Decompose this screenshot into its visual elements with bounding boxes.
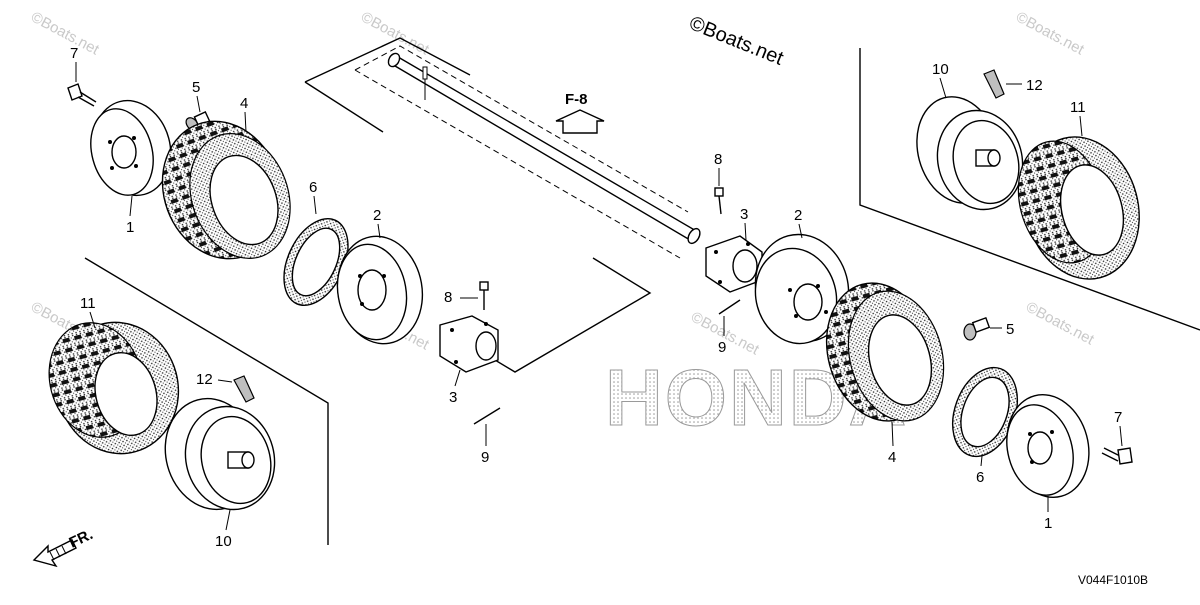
callout-9: 9: [718, 339, 726, 356]
cotter-pin-left: [473, 407, 501, 425]
flange-bolt-right: [1101, 447, 1133, 465]
tire-left: [161, 120, 291, 260]
callout-6: 6: [309, 179, 317, 196]
tire-rear-left: [48, 321, 180, 455]
callout-11: 11: [1070, 99, 1086, 116]
cotter-pin-right: [718, 299, 741, 315]
callout-1: 1: [126, 219, 134, 236]
flange-bolt: [67, 83, 97, 107]
tire-right: [825, 282, 945, 422]
hub-right: [705, 235, 763, 293]
watermark: ©Boats.net: [358, 9, 432, 59]
wheel-rim-left: [336, 235, 424, 345]
callout-8: 8: [444, 289, 452, 306]
air-valve-right: [963, 317, 991, 341]
boundary-lines: [84, 37, 1200, 545]
callout-2: 2: [794, 207, 802, 224]
seal-ring-right: [952, 366, 1018, 458]
section-ref-label: F-8: [565, 91, 588, 108]
watermark: ©Boats.net: [1013, 9, 1087, 59]
seal-ring-left: [283, 217, 349, 307]
axle-shaft: [354, 45, 701, 259]
callout-1: 1: [1044, 515, 1052, 532]
hub-left: [439, 315, 499, 373]
bolt-pin-left: [479, 281, 489, 310]
tire-valve-right: [983, 69, 1005, 99]
callout-10: 10: [932, 61, 949, 78]
callout-4: 4: [240, 95, 248, 112]
callout-9: 9: [481, 449, 489, 466]
callout-3: 3: [449, 389, 457, 406]
callout-11: 11: [80, 295, 96, 312]
wheel-drum-right: [754, 233, 850, 345]
wheel-rim-right: [1006, 394, 1090, 498]
drawing-code: V044F1010B: [1078, 573, 1148, 587]
callout-12: 12: [196, 371, 213, 388]
watermark: ©Boats.net: [28, 9, 102, 59]
bolt-pin-right: [714, 187, 724, 215]
up-arrow-icon: [555, 109, 605, 134]
wheel-rear-right: [916, 96, 1024, 211]
callout-7: 7: [1114, 409, 1122, 426]
callout-4: 4: [888, 449, 896, 466]
callout-2: 2: [373, 207, 381, 224]
front-direction-arrow-icon: [32, 539, 77, 568]
callout-7: 7: [70, 45, 78, 62]
tire-valve-left: [233, 375, 255, 403]
wheel-rear-left: [164, 397, 276, 511]
callout-5: 5: [1006, 321, 1014, 338]
callout-10: 10: [215, 533, 232, 550]
callout-6: 6: [976, 469, 984, 486]
front-label: FR.: [67, 526, 96, 552]
callout-8: 8: [714, 151, 722, 168]
callout-3: 3: [740, 206, 748, 223]
tire-rear-right: [1017, 136, 1140, 280]
copyright-text: ©Boats.net: [686, 12, 787, 70]
watermark: ©Boats.net: [1023, 299, 1097, 349]
wheel-drum-left: [90, 99, 172, 197]
callout-5: 5: [192, 79, 200, 96]
callout-12: 12: [1026, 77, 1043, 94]
